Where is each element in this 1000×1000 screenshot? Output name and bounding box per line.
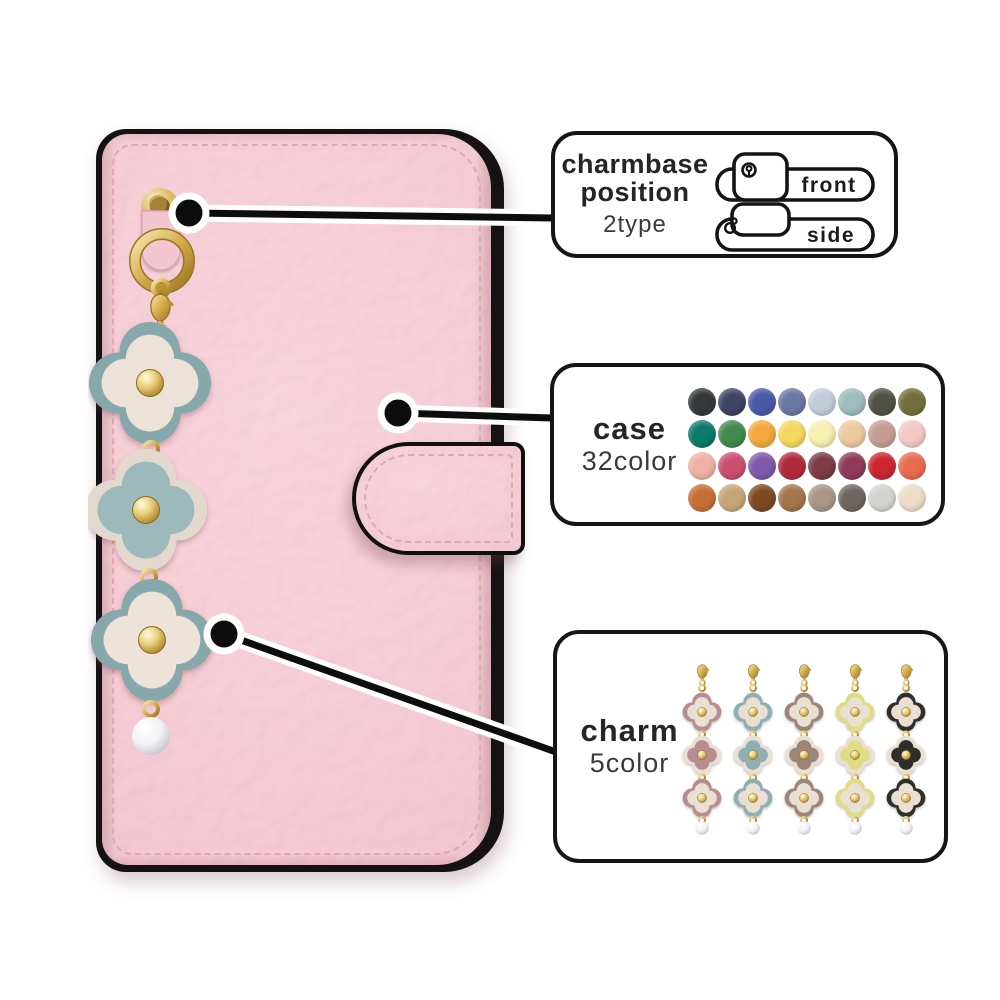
charm-variant-teal xyxy=(733,663,773,835)
case-color-swatch xyxy=(778,452,806,480)
charm-variant-taupe xyxy=(784,663,824,835)
case-color-swatch xyxy=(838,420,866,448)
charm-flower-bottom xyxy=(90,578,214,702)
flap-stitching xyxy=(364,454,513,543)
case-color-swatch xyxy=(898,484,926,512)
case-color-swatch xyxy=(688,484,716,512)
case-color-swatch xyxy=(688,420,716,448)
case-color-swatch xyxy=(718,452,746,480)
case-color-swatch xyxy=(868,452,896,480)
charmbase-position-label: charmbase position 2type xyxy=(561,145,709,245)
case-color-swatch xyxy=(718,420,746,448)
case-colors-box: case 32color xyxy=(550,363,945,526)
box-title: case xyxy=(593,411,666,446)
case-color-swatch xyxy=(718,388,746,416)
case-color-swatch xyxy=(808,452,836,480)
case-color-swatch xyxy=(838,452,866,480)
case-color-swatch xyxy=(808,420,836,448)
pearl-icon xyxy=(695,821,709,835)
phone-side-icon xyxy=(730,202,791,237)
front-position-option: front xyxy=(715,152,875,202)
case-color-swatch xyxy=(748,484,776,512)
eyelet-front-icon xyxy=(741,162,757,178)
pearl-icon xyxy=(848,821,862,835)
front-label: front xyxy=(801,174,856,197)
case-colors-label: case 32color xyxy=(562,367,697,522)
position-type-icons: front side xyxy=(715,152,875,252)
pearl-icon xyxy=(797,821,811,835)
charm-variant-yellow xyxy=(835,663,875,835)
box-title: charm xyxy=(580,713,679,748)
pearl-icon xyxy=(746,821,760,835)
case-color-swatch xyxy=(898,388,926,416)
charm-variant-dusty-pink xyxy=(682,663,722,835)
case-color-swatch xyxy=(838,388,866,416)
case-color-grid xyxy=(688,388,928,516)
case-color-swatch xyxy=(688,388,716,416)
box-title: charmbase xyxy=(561,149,709,179)
box-subtitle: 5color xyxy=(589,748,670,778)
eyelet-side-icon xyxy=(724,217,738,234)
side-position-option: side xyxy=(715,202,875,252)
charm-colors-box: charm 5color xyxy=(553,630,948,863)
case-color-swatch xyxy=(838,484,866,512)
case-color-swatch xyxy=(898,452,926,480)
box-title: position xyxy=(580,177,690,207)
charm-flower-middle xyxy=(88,448,208,572)
case-color-swatch xyxy=(868,420,896,448)
charm-flower-top xyxy=(88,321,212,445)
case-color-swatch xyxy=(718,484,746,512)
case-color-swatch xyxy=(688,452,716,480)
case-color-swatch xyxy=(868,484,896,512)
case-color-swatch xyxy=(808,388,836,416)
leather-texture xyxy=(356,446,521,551)
case-color-swatch xyxy=(778,484,806,512)
case-color-swatch xyxy=(748,452,776,480)
case-color-swatch xyxy=(898,420,926,448)
phone-front-icon xyxy=(732,152,789,202)
box-subtitle: 32color xyxy=(581,446,678,476)
case-color-swatch xyxy=(808,484,836,512)
case-color-swatch xyxy=(778,420,806,448)
case-color-swatch xyxy=(748,388,776,416)
charmbase-position-box: charmbase position 2type front xyxy=(551,131,898,258)
flower-charm xyxy=(88,188,214,755)
charm-variant-black xyxy=(886,663,926,835)
charm-colors-label: charm 5color xyxy=(562,634,697,859)
magnetic-closure-flap xyxy=(352,442,525,555)
pearl-icon xyxy=(899,821,913,835)
case-color-swatch xyxy=(748,420,776,448)
box-subtitle: 2type xyxy=(603,211,667,238)
case-color-swatch xyxy=(868,388,896,416)
case-color-swatch xyxy=(778,388,806,416)
side-label: side xyxy=(807,224,855,247)
pearl-icon xyxy=(132,717,170,755)
charm-variants-row xyxy=(677,662,931,838)
